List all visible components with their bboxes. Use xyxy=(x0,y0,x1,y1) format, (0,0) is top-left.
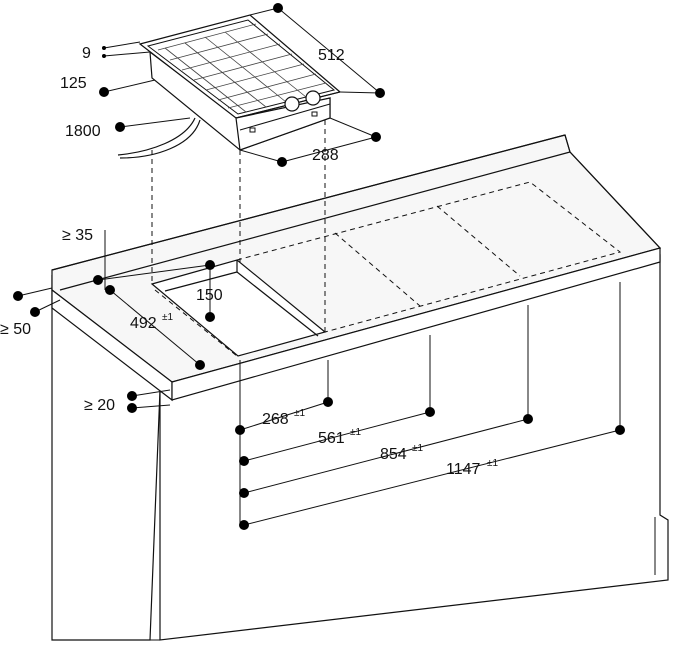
tol-492: ±1 xyxy=(162,312,173,323)
cabinet xyxy=(51,254,669,641)
dim-1800: 1800 xyxy=(65,123,101,140)
dim-min-50: ≥ 50 xyxy=(0,321,31,338)
indicator-icon xyxy=(311,111,318,117)
tol-268: ±1 xyxy=(294,408,305,419)
dim-150: 150 xyxy=(196,287,223,304)
dim-854: 854 xyxy=(380,446,407,463)
dim-min-35: ≥ 35 xyxy=(62,227,93,244)
dim-min-20: ≥ 20 xyxy=(84,397,115,414)
tol-854: ±1 xyxy=(412,443,423,454)
dim-512: 512 xyxy=(318,47,345,64)
control-knob-left-icon xyxy=(284,96,300,112)
dim-288: 288 xyxy=(312,147,339,164)
dim-268: 268 xyxy=(262,411,289,428)
grill-appliance xyxy=(117,14,342,159)
dimension-dots xyxy=(13,3,625,530)
dimension-labels: 9 125 512 1800 288 ≥ 35 150 ≥ 50 492 ±1 … xyxy=(0,45,498,478)
dim-492: 492 xyxy=(130,315,157,332)
dimension-lines xyxy=(17,7,621,526)
grill-grate xyxy=(157,23,327,113)
dim-9: 9 xyxy=(82,45,91,62)
dim-125: 125 xyxy=(60,75,87,92)
indicator-icon xyxy=(249,127,256,133)
tol-561: ±1 xyxy=(350,427,361,438)
module-positions-dashed xyxy=(151,120,622,357)
dim-561: 561 xyxy=(318,430,345,447)
control-knob-right-icon xyxy=(305,90,321,106)
tol-1147: ±1 xyxy=(487,458,498,469)
dim-1147: 1147 xyxy=(446,461,481,478)
power-cable xyxy=(117,117,196,156)
